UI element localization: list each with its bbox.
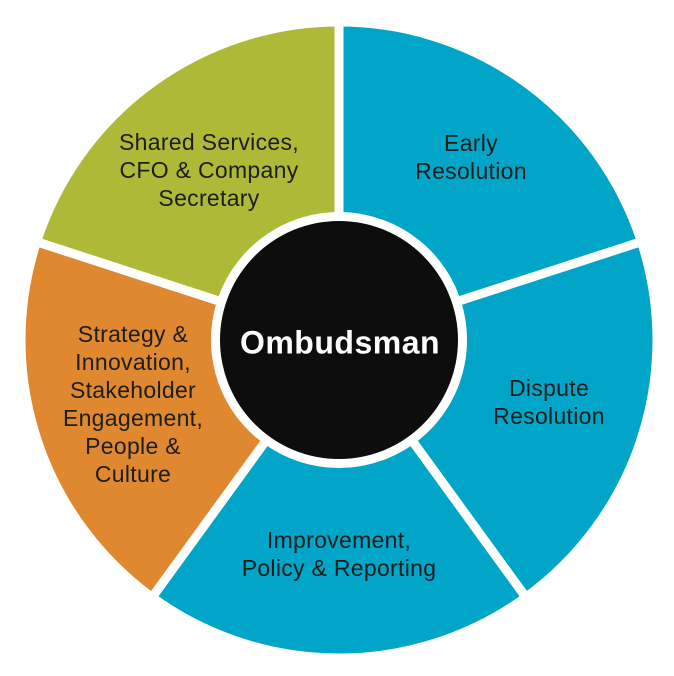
segment-improvement-policy-reporting <box>145 332 533 663</box>
center-circle <box>220 221 458 459</box>
